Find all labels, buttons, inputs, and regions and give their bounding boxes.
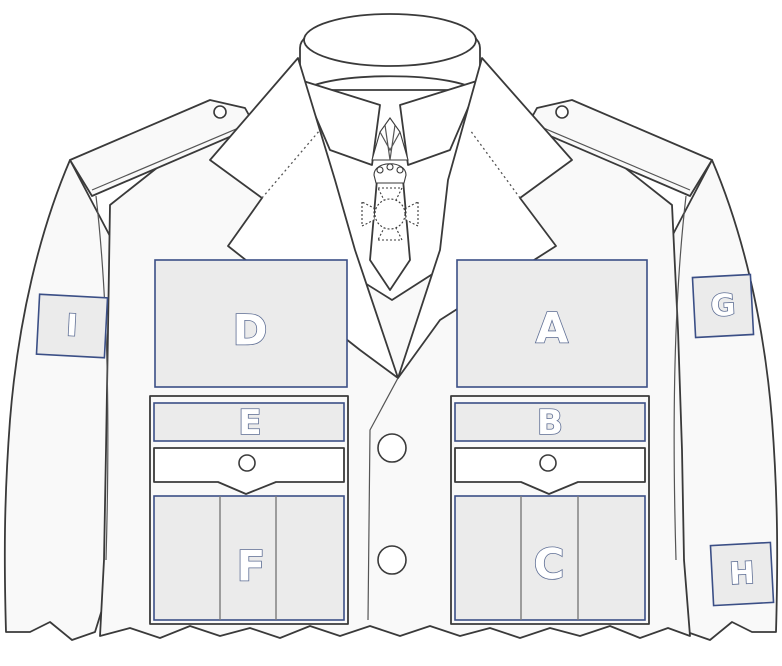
front-button-upper (378, 434, 406, 462)
zone-a: A (457, 260, 647, 387)
front-button-lower (378, 546, 406, 574)
zone-c: C (455, 496, 645, 620)
zone-d: D (155, 260, 347, 387)
zone-b-label: B (537, 403, 563, 443)
neck-opening (304, 14, 476, 66)
zone-a-label: A (536, 304, 569, 353)
zone-h-label: H (729, 556, 756, 592)
pocket-icon: E F (150, 396, 348, 624)
right-epaulette-button (556, 106, 568, 118)
left-pocket-button (239, 455, 255, 471)
zone-d-label: D (233, 306, 268, 355)
zone-i-label: I (66, 308, 79, 344)
zone-e: E (154, 403, 344, 443)
zone-e-label: E (238, 403, 261, 443)
zone-h: H (710, 542, 773, 605)
zone-f-label: F (237, 542, 266, 591)
zone-c-label: C (534, 540, 565, 589)
zone-b: B (455, 403, 645, 443)
pocket-icon-right: B C (451, 396, 649, 624)
zone-g: G (692, 275, 753, 338)
left-epaulette-button (214, 106, 226, 118)
zone-f: F (154, 496, 344, 620)
right-pocket-button (540, 455, 556, 471)
zone-g-label: G (710, 288, 736, 324)
zone-i: I (36, 294, 107, 357)
